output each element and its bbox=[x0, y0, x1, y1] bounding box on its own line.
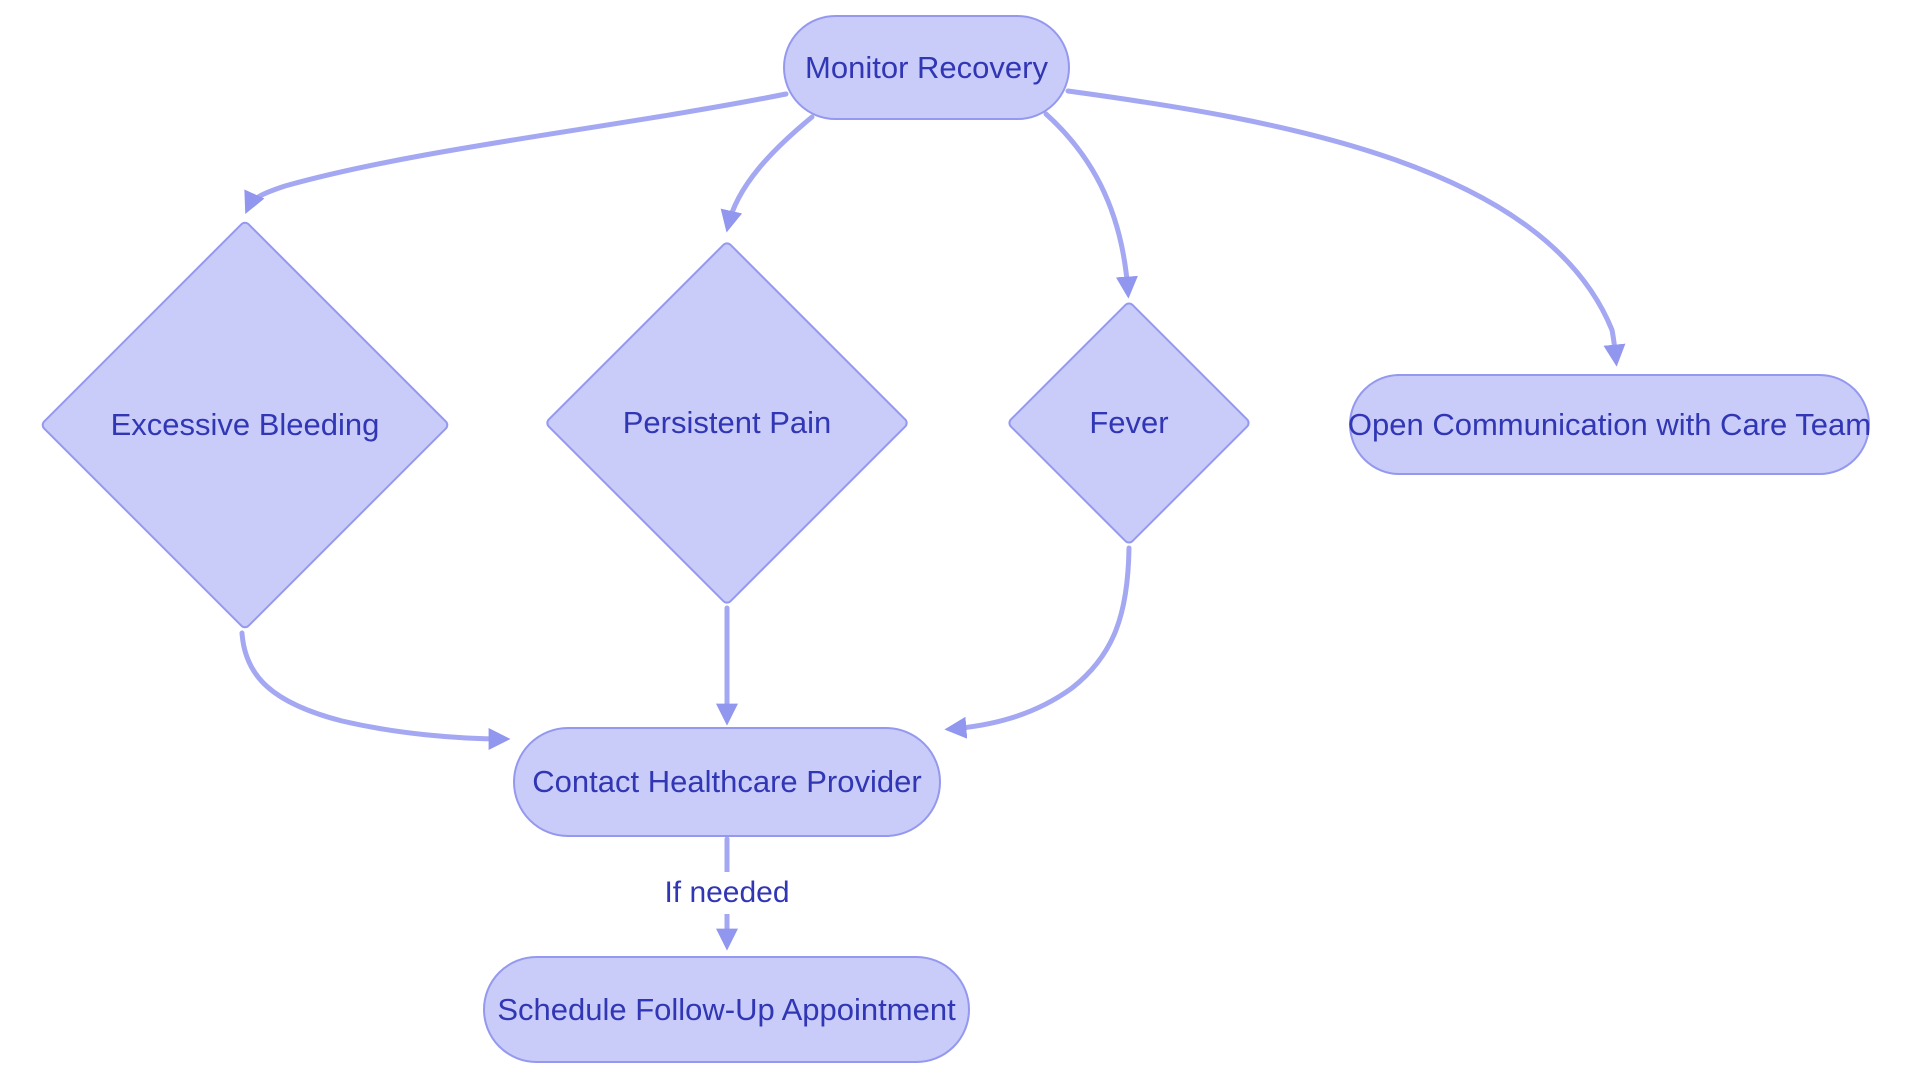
node-fever: Fever bbox=[1005, 299, 1253, 547]
node-open-communication: Open Communication with Care Team bbox=[1348, 374, 1871, 475]
edge-label-if-needed: If needed bbox=[654, 872, 800, 914]
edge-monitor-recovery-to-persistent-pain bbox=[720, 114, 815, 233]
node-excessive-bleeding: Excessive Bleeding bbox=[39, 219, 451, 631]
excessive-bleeding-label: Excessive Bleeding bbox=[110, 407, 380, 442]
edge-excessive-bleeding-to-contact-provider bbox=[239, 630, 511, 750]
edge-monitor-recovery-to-fever bbox=[1043, 111, 1138, 299]
node-persistent-pain: Persistent Pain bbox=[543, 239, 911, 607]
node-schedule-followup: Schedule Follow-Up Appointment bbox=[483, 956, 970, 1063]
persistent-pain-label: Persistent Pain bbox=[622, 405, 832, 440]
edge-monitor-recovery-to-excessive-bleeding bbox=[244, 91, 789, 215]
node-monitor-recovery: Monitor Recovery bbox=[783, 15, 1070, 120]
edge-monitor-recovery-to-open-communication bbox=[1065, 88, 1626, 367]
edge-fever-to-contact-provider bbox=[944, 545, 1132, 739]
fever-label: Fever bbox=[1089, 405, 1169, 440]
node-contact-provider: Contact Healthcare Provider bbox=[513, 727, 941, 837]
